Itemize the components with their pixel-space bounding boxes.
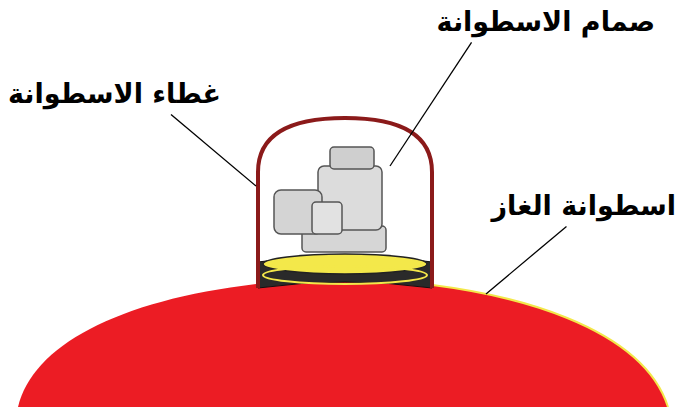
leader-line	[390, 42, 472, 166]
base-ring-top	[263, 254, 427, 274]
part-label: صمام الاسطوانة	[437, 6, 655, 38]
valve-top-nut	[330, 147, 374, 169]
valve-base-ring	[258, 255, 432, 288]
leader-line	[171, 114, 256, 186]
cylinder-cap	[258, 118, 432, 288]
leader-line	[486, 226, 566, 294]
part-label: غطاء الاسطوانة	[8, 78, 221, 110]
part-label: اسطوانة الغاز	[491, 190, 676, 222]
outlet-nut	[312, 202, 342, 234]
cylinder-body	[18, 278, 668, 407]
base-ring-edge	[263, 266, 427, 284]
cylinder-highlight	[340, 278, 668, 407]
